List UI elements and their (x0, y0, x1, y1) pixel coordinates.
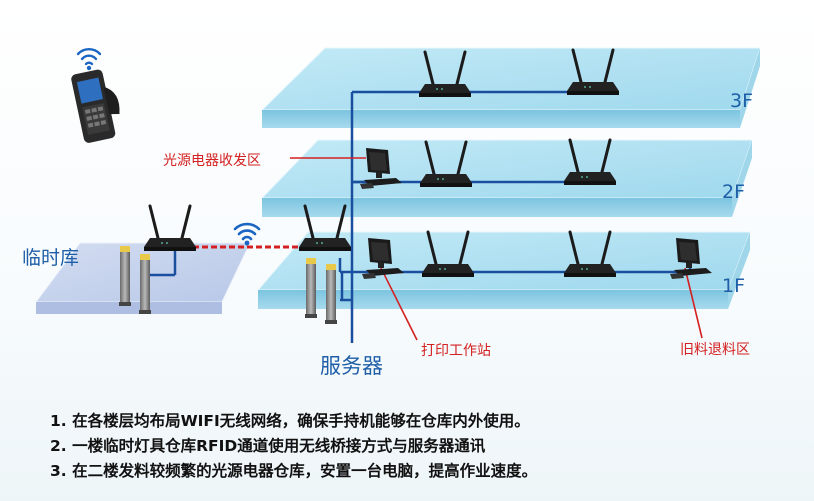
floor-label-2f: 2F (722, 181, 746, 203)
wifi-icon (76, 48, 102, 71)
temp-warehouse-label: 临时库 (22, 247, 80, 269)
floor-3f (260, 47, 761, 128)
print-station-label: 打印工作站 (421, 343, 491, 359)
floor-label-1f: 1F (722, 275, 746, 297)
rfid-gate-icon (139, 254, 151, 314)
notes-list: 1. 在各楼层均布局WIFI无线网络，确保手持机能够在仓库内外使用。 2. 一楼… (50, 409, 537, 484)
note-item: 3. 在二楼发料较频繁的光源电器仓库，安置一台电脑，提高作业速度。 (50, 462, 538, 480)
router-icon (142, 204, 198, 253)
floor-2f (260, 139, 753, 217)
note-item: 1. 在各楼层均布局WIFI无线网络，确保手持机能够在仓库内外使用。 (50, 412, 530, 430)
note-item: 2. 一楼临时灯具仓库RFID通道使用无线桥接方式与服务器通讯 (50, 437, 486, 455)
floor-label-3f: 3F (730, 90, 754, 112)
rfid-gate-icon (305, 258, 317, 318)
rfid-gate-icon (325, 264, 337, 324)
server-label: 服务器 (320, 354, 383, 378)
rfid-gate-icon (119, 246, 131, 306)
old-material-area-label: 旧料退料区 (680, 342, 750, 358)
light-source-area-label: 光源电器收发区 (163, 153, 261, 169)
handheld-terminal-icon (71, 69, 120, 143)
wifi-icon (233, 222, 261, 246)
